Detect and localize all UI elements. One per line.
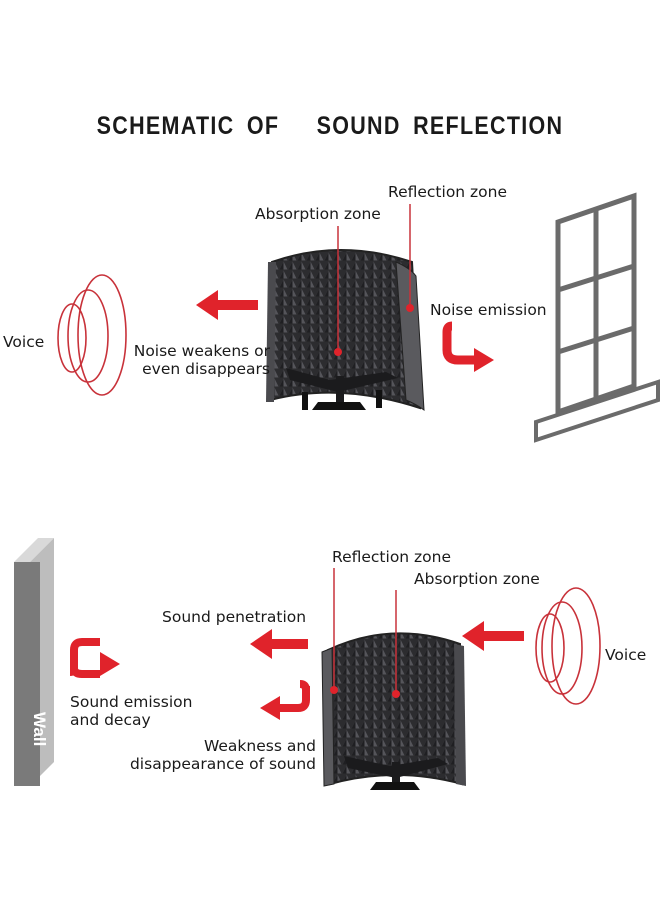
top-reflection-zone-label: Reflection zone [388, 183, 508, 201]
bottom-voice-label: Voice [605, 646, 647, 664]
top-noise-weakens-label: Noise weakens or even disappears [133, 342, 270, 378]
top-reflection-pointer [406, 204, 414, 312]
bottom-sound-emission-label: Sound emission and decay [70, 693, 193, 729]
top-absorption-zone-label: Absorption zone [255, 205, 381, 223]
window-icon [534, 192, 660, 443]
bottom-reflection-pointer [330, 568, 338, 694]
bottom-voice-arrow-icon [462, 621, 524, 651]
top-left-arrow-icon [196, 290, 258, 320]
bottom-weakness-label: Weakness and disappearance of sound [129, 737, 316, 773]
bottom-sound-penetration-label: Sound penetration [162, 608, 307, 626]
bottom-reflection-zone-label: Reflection zone [332, 548, 452, 566]
bottom-penetration-arrow-icon [250, 629, 308, 659]
bottom-absorption-zone-label: Absorption zone [414, 570, 540, 588]
bottom-wall-u-turn-arrow-icon [69, 638, 120, 678]
top-sound-shield [266, 249, 425, 412]
top-u-turn-arrow-icon [442, 321, 494, 372]
top-noise-emission-label: Noise emission [430, 301, 547, 319]
bottom-sound-shield [321, 632, 466, 790]
top-sound-waves-icon [57, 274, 127, 396]
top-absorption-pointer [334, 226, 342, 356]
top-voice-label: Voice [3, 333, 45, 351]
bottom-weakness-u-turn-arrow-icon [260, 680, 310, 720]
bottom-sound-waves-icon [535, 587, 601, 705]
bottom-absorption-pointer [392, 590, 400, 698]
wall-label: Wall [30, 712, 49, 746]
diagram-title: SCHEMATIC OF SOUND REFLECTION [96, 112, 564, 140]
wall-block [14, 538, 54, 786]
